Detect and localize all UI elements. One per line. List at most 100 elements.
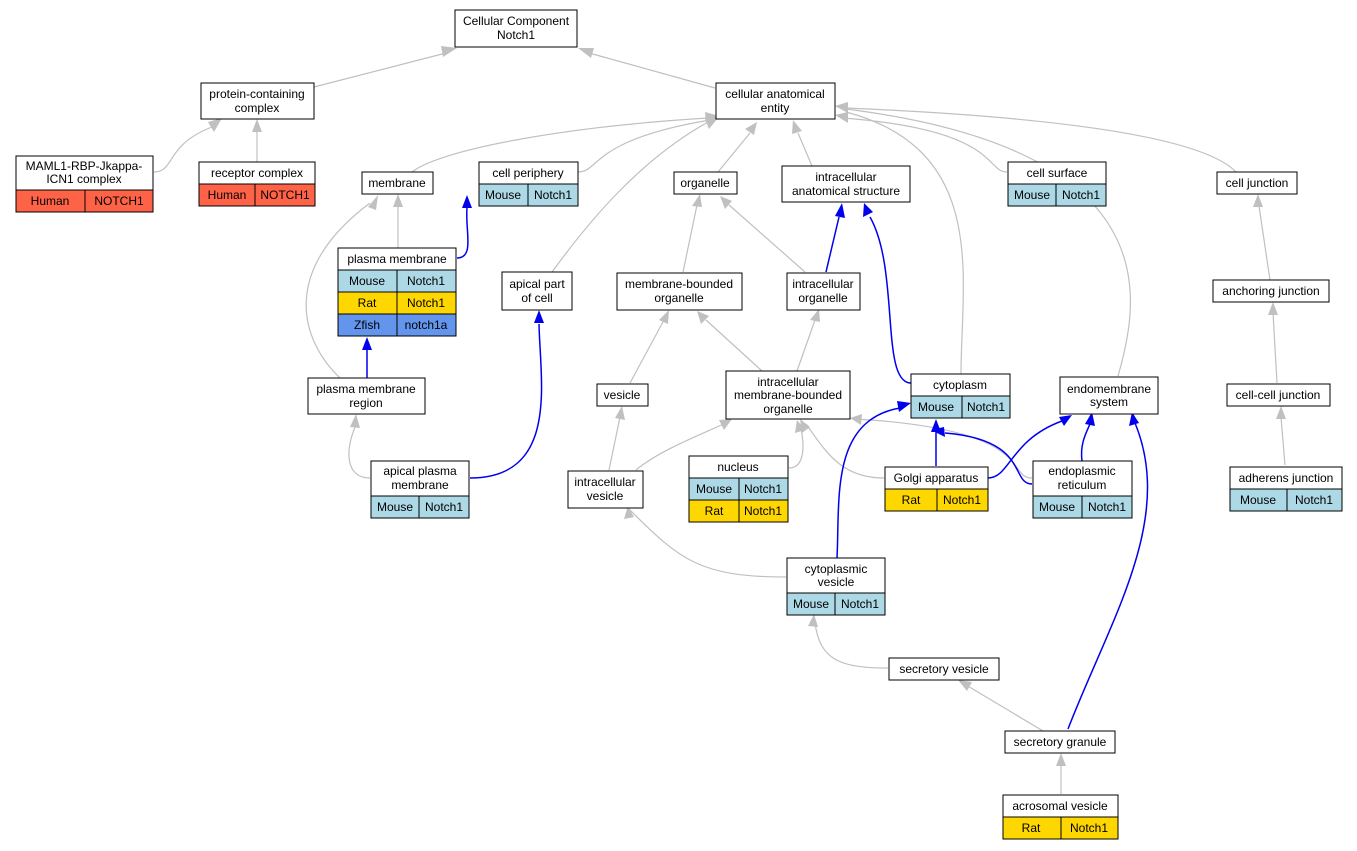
node-membrane-bounded-organelle[interactable]: membrane-bounded organelle <box>616 272 743 311</box>
node-plasma-membrane-region[interactable]: plasma membrane region <box>307 377 426 415</box>
node-apical-part-of-cell[interactable]: apical part of cell <box>501 271 573 311</box>
gene-label: Notch1 <box>744 482 782 496</box>
node-label: organelle <box>798 291 848 305</box>
arrowhead <box>792 120 802 134</box>
edge-vesicle-to-mbo <box>629 319 665 384</box>
species-label: Mouse <box>696 482 732 496</box>
gene-label: Notch1 <box>943 493 981 507</box>
node-apical-plasma-membrane[interactable]: apical plasma membrane Mouse Notch1 <box>370 460 470 519</box>
node-secretory-granule[interactable]: secretory granule <box>1004 730 1116 754</box>
species-label: Zfish <box>354 318 380 332</box>
arrowhead <box>835 102 848 113</box>
node-label: apical plasma <box>383 464 457 478</box>
arrowhead <box>208 118 222 132</box>
node-endomembrane-system[interactable]: endomembrane system <box>1059 376 1159 415</box>
node-intracellular-organelle[interactable]: intracellular organelle <box>786 272 861 311</box>
gene-label: NOTCH1 <box>260 188 310 202</box>
node-root[interactable]: Cellular Component Notch1 <box>454 9 578 48</box>
node-root-line1: Cellular Component <box>463 14 570 28</box>
edge-cellcell-to-anchoring <box>1272 311 1278 384</box>
species-label: Mouse <box>1039 500 1075 514</box>
edge-sg-partof-endomembrane <box>1067 422 1149 730</box>
node-label: cytoplasmic <box>805 562 868 576</box>
edge-ias-to-cae <box>797 132 813 167</box>
arrowhead <box>719 419 732 430</box>
node-label: secretory granule <box>1014 735 1107 749</box>
edge-periphery-to-cae <box>577 119 711 173</box>
edge-surface-to-cae <box>842 117 1008 173</box>
gene-cell <box>84 189 154 213</box>
node-label: vesicle <box>818 575 855 589</box>
edge-apm-to-pmr <box>348 424 371 479</box>
node-label: cellular anatomical <box>725 87 824 101</box>
arrowhead <box>350 414 360 428</box>
node-label: cytoplasm <box>933 378 987 392</box>
node-endoplasmic-reticulum[interactable]: endoplasmic reticulum Mouse Notch1 <box>1032 460 1133 519</box>
node-cellular-anatomical-entity[interactable]: cellular anatomical entity <box>715 82 836 120</box>
node-cell-junction[interactable]: cell junction <box>1216 171 1298 195</box>
arrowhead <box>624 506 634 519</box>
edge-er-partof-cytoplasm <box>944 432 1033 485</box>
arrowhead <box>1276 406 1286 419</box>
edge-sv-to-cv <box>814 622 889 669</box>
gene-cell <box>961 395 1011 419</box>
node-intracellular-vesicle[interactable]: intracellular vesicle <box>567 470 644 509</box>
node-intracellular-anatomical-structure[interactable]: intracellular anatomical structure <box>781 165 911 203</box>
gene-cell <box>834 592 886 616</box>
gene-label: Notch1 <box>407 274 445 288</box>
species-label: Mouse <box>349 274 385 288</box>
gene-label: Notch1 <box>425 500 463 514</box>
arrowhead <box>705 118 718 129</box>
node-cytoplasmic-vesicle[interactable]: cytoplasmic vesicle Mouse Notch1 <box>786 557 886 616</box>
node-organelle[interactable]: organelle <box>673 171 738 195</box>
arrowhead <box>368 195 378 210</box>
species-label: Mouse <box>485 188 521 202</box>
node-label: intracellular <box>757 375 818 389</box>
arrowhead <box>850 414 862 425</box>
node-adherens-junction[interactable]: adherens junction Mouse Notch1 <box>1229 466 1343 512</box>
node-label: reticulum <box>1058 478 1107 492</box>
node-acrosomal-vesicle[interactable]: acrosomal vesicle Rat Notch1 <box>1002 794 1119 840</box>
node-label: complex <box>235 101 280 115</box>
species-label: Human <box>208 188 247 202</box>
species-label: Mouse <box>918 400 954 414</box>
node-maml1-complex[interactable]: MAML1-RBP-Jkappa- ICN1 complex Human NOT… <box>15 155 154 213</box>
arrowhead <box>1059 415 1072 426</box>
node-cell-periphery[interactable]: cell periphery Mouse Notch1 <box>478 161 579 207</box>
edge-pm-partof-periphery <box>456 207 469 259</box>
node-anchoring-junction[interactable]: anchoring junction <box>1212 279 1330 303</box>
node-intracellular-membrane-bounded-organelle[interactable]: intracellular membrane-bounded organelle <box>725 370 851 420</box>
node-label: protein-containing <box>209 87 304 101</box>
node-membrane[interactable]: membrane <box>361 171 434 195</box>
node-root-line2: Notch1 <box>497 28 535 42</box>
edge-cv-partof-cytoplasm <box>836 407 901 559</box>
edge-adherens-to-cellcell <box>1280 416 1286 466</box>
gene-label: Notch1 <box>534 188 572 202</box>
arrowhead <box>810 309 820 322</box>
node-label: nucleus <box>717 460 758 474</box>
arrowhead <box>897 401 911 412</box>
node-plasma-membrane[interactable]: plasma membrane Mouse Notch1 Rat Notch1 … <box>337 247 457 337</box>
node-label: cell-cell junction <box>1236 388 1321 402</box>
node-label: intracellular <box>792 277 853 291</box>
node-label: acrosomal vesicle <box>1012 799 1108 813</box>
gene-cell <box>396 313 457 337</box>
node-label: plasma membrane <box>347 252 447 266</box>
node-secretory-vesicle[interactable]: secretory vesicle <box>888 657 1000 681</box>
node-protein-containing-complex[interactable]: protein-containing complex <box>200 82 315 120</box>
node-label: organelle <box>763 402 813 416</box>
node-vesicle[interactable]: vesicle <box>596 383 649 407</box>
node-cytoplasm[interactable]: cytoplasm Mouse Notch1 <box>910 373 1011 419</box>
edge-organelle-to-cae <box>717 132 751 173</box>
node-cell-surface[interactable]: cell surface Mouse Notch1 <box>1007 161 1107 207</box>
species-label: Rat <box>902 493 921 507</box>
node-receptor-complex[interactable]: receptor complex Human NOTCH1 <box>198 161 316 207</box>
edge-er-partof-endomembrane <box>1080 423 1091 462</box>
node-nucleus[interactable]: nucleus Mouse Notch1 Rat Notch1 <box>688 455 789 523</box>
node-cell-cell-junction[interactable]: cell-cell junction <box>1226 383 1331 407</box>
node-label: anchoring junction <box>1222 284 1319 298</box>
arrowhead <box>252 119 262 132</box>
node-golgi-apparatus[interactable]: Golgi apparatus Rat Notch1 <box>884 466 989 512</box>
edge-mbo-to-organelle <box>682 204 698 273</box>
